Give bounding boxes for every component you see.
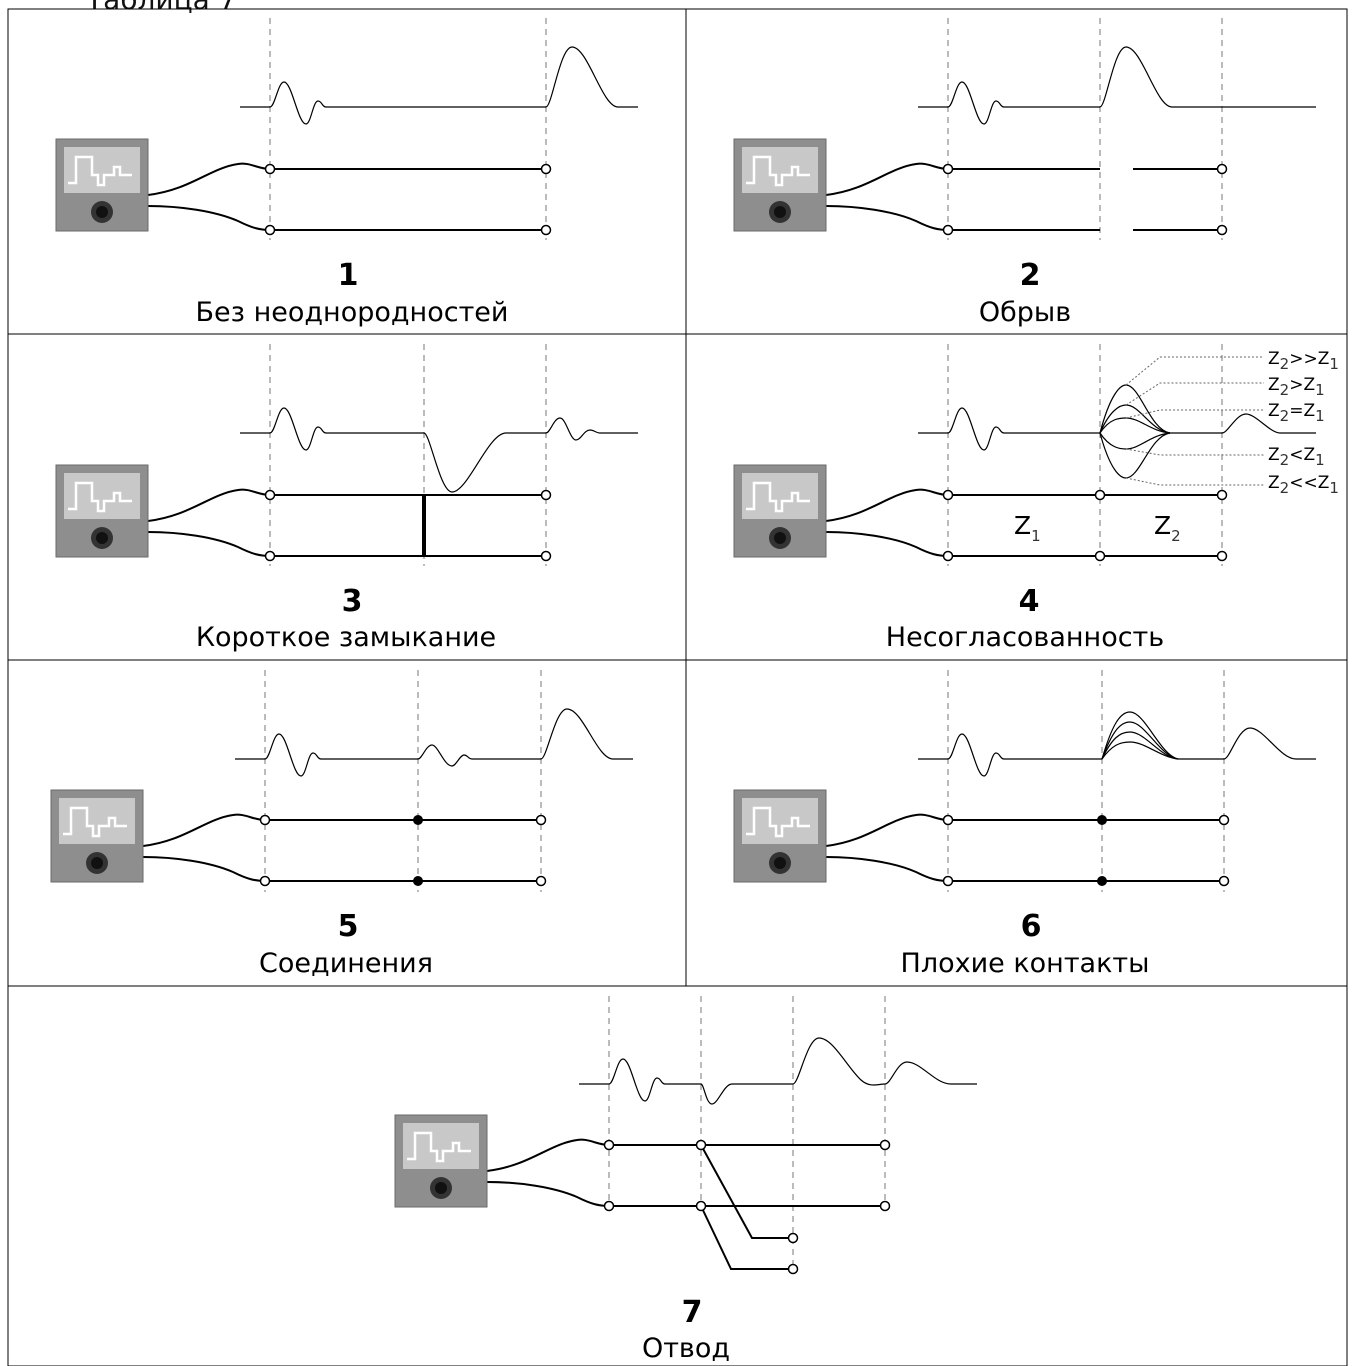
z2-label: Z2 <box>1154 511 1181 545</box>
panel-3-number: 3 <box>342 584 363 619</box>
panel-7-tap: 7 Отвод <box>393 996 977 1364</box>
svg-text:Z2<Z1: Z2<Z1 <box>1268 445 1325 469</box>
panel-1-label: Без неоднородностей <box>196 297 509 328</box>
svg-text:Z2=Z1: Z2=Z1 <box>1268 401 1325 425</box>
panel-5-splices: 5 Соединения <box>49 670 633 979</box>
panel-6-number: 6 <box>1021 909 1042 944</box>
panel-1-no-inhomogeneity: 1 Без неоднородностей <box>54 18 638 328</box>
panel-5-label: Соединения <box>259 948 433 979</box>
panel-1-number: 1 <box>338 258 359 293</box>
panel-4-label: Несогласованность <box>886 622 1164 653</box>
table-grid <box>7 8 1348 1366</box>
panel-6-label: Плохие контакты <box>901 948 1150 979</box>
panel-3-label: Короткое замыкание <box>196 622 496 653</box>
panel-3-short-circuit: 3 Короткое замыкание <box>54 344 638 653</box>
panel-6-bad-contacts: 6 Плохие контакты <box>732 670 1316 979</box>
svg-text:Z2>Z1: Z2>Z1 <box>1268 375 1325 399</box>
panel-4-impedance-mismatch: Z2>>Z1 Z2>Z1 Z2=Z1 Z2<Z1 Z2<<Z1 Z1 Z2 4 … <box>732 344 1339 653</box>
panel-7-number: 7 <box>682 1295 703 1330</box>
panel-5-number: 5 <box>338 909 359 944</box>
panel-2-open-circuit: 2 Обрыв <box>732 18 1316 328</box>
panel-7-label: Отвод <box>642 1333 730 1364</box>
svg-text:Z2<<Z1: Z2<<Z1 <box>1268 473 1339 497</box>
panel-2-label: Обрыв <box>979 297 1071 328</box>
z1-label: Z1 <box>1014 511 1041 545</box>
panel-2-number: 2 <box>1020 258 1041 293</box>
table-caption: Таблица 7 <box>86 0 237 16</box>
svg-text:Z2>>Z1: Z2>>Z1 <box>1268 349 1339 373</box>
panel-4-number: 4 <box>1019 584 1040 619</box>
